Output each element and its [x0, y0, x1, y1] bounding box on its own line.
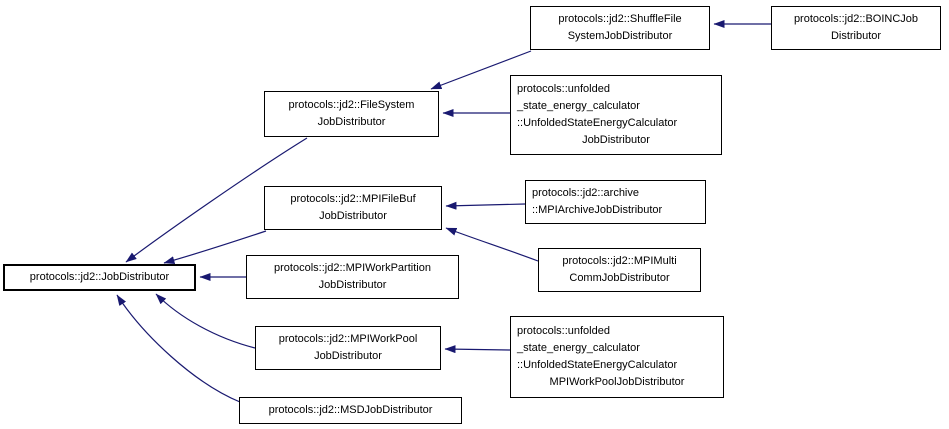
class-node-label-line: JobDistributor [314, 350, 382, 362]
class-node-label-line: _state_energy_calculator [517, 342, 640, 354]
class-node-label-line: protocols::jd2::MPIWorkPool [278, 333, 418, 345]
class-node-unfolded-state-energy-calculator-mpi-work-pool-job-distributor[interactable]: protocols::unfolded_state_energy_calcula… [510, 316, 724, 398]
class-node-label-line: protocols::jd2::JobDistributor [29, 271, 170, 283]
inheritance-edge-file-system-job-distributor-to-job-distributor [125, 137, 308, 263]
class-node-label-line: Distributor [830, 30, 882, 42]
class-node-label-line: JobDistributor [318, 279, 387, 291]
class-node-label-line: protocols::jd2::ShuffleFile [558, 13, 682, 25]
class-node-label-line: protocols::jd2::BOINCJob [793, 13, 919, 25]
class-node-label-line: JobDistributor [319, 210, 387, 222]
class-node-label-line: protocols::jd2::MSDJobDistributor [268, 404, 433, 416]
class-node-label-line: protocols::unfolded [517, 83, 610, 95]
class-node-label-line: JobDistributor [317, 116, 386, 128]
class-node-label-line: protocols::jd2::FileSystem [288, 99, 415, 111]
inheritance-edge-unfolded-state-energy-calculator-mpi-work-pool-job-distributor-to-mpi-work-pool-job-distributor [444, 345, 511, 354]
class-node-label-line: protocols::jd2::MPIFileBuf [290, 193, 416, 205]
class-node-label-line: protocols::jd2::archive [532, 187, 639, 199]
inheritance-edge-shuffle-file-system-job-distributor-to-file-system-job-distributor [430, 50, 532, 90]
class-node-label-line: MPIWorkPoolJobDistributor [549, 376, 685, 388]
inheritance-edge-mpi-file-buf-job-distributor-to-job-distributor [163, 230, 267, 265]
class-node-job-distributor[interactable]: protocols::jd2::JobDistributor [3, 264, 196, 291]
inheritance-edge-mpi-work-pool-job-distributor-to-job-distributor [155, 293, 256, 349]
class-node-label-line: protocols::unfolded [517, 325, 610, 337]
class-node-label-line: ::MPIArchiveJobDistributor [532, 204, 663, 216]
class-node-label-line: protocols::jd2::MPIMulti [562, 255, 677, 267]
class-node-label-line: _state_energy_calculator [517, 100, 640, 112]
class-node-label-line: JobDistributor [582, 134, 650, 146]
class-node-label-line: CommJobDistributor [569, 272, 670, 284]
inheritance-edge-mpi-multi-comm-job-distributor-to-mpi-file-buf-job-distributor [445, 227, 539, 262]
class-node-label-line: protocols::jd2::MPIWorkPartition [274, 262, 431, 274]
inheritance-edge-mpi-archive-job-distributor-to-mpi-file-buf-job-distributor [445, 201, 526, 210]
inheritance-edge-msd-job-distributor-to-job-distributor [116, 294, 241, 403]
class-node-mpi-archive-job-distributor[interactable]: protocols::jd2::archive::MPIArchiveJobDi… [525, 180, 706, 224]
class-node-label-line: SystemJobDistributor [567, 30, 673, 42]
class-node-msd-job-distributor[interactable]: protocols::jd2::MSDJobDistributor [239, 397, 462, 424]
class-node-label-line: ::UnfoldedStateEnergyCalculator [517, 117, 678, 129]
class-node-label-line: ::UnfoldedStateEnergyCalculator [517, 359, 678, 371]
class-node-unfolded-state-energy-calculator-job-distributor[interactable]: protocols::unfolded_state_energy_calcula… [510, 75, 722, 155]
